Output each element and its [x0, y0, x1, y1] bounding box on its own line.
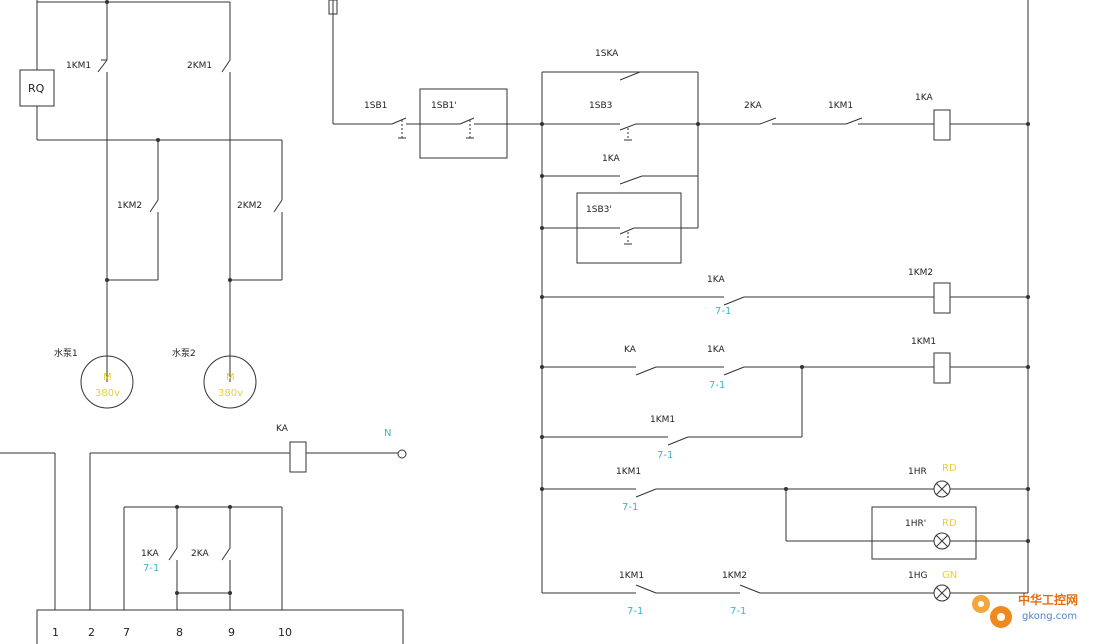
r3-ref: 7-1 [709, 380, 725, 391]
motor-1 [80, 355, 134, 409]
control-circuit [328, 0, 1030, 602]
n-terminal [397, 449, 407, 459]
terminal-block [36, 609, 404, 644]
sb1-label: 1SB1 [364, 101, 387, 111]
power-circuit [19, 0, 283, 409]
ka-hold-label: 1KA [602, 154, 620, 164]
hg-color: GN [942, 570, 957, 581]
hr-label: 1HR [908, 467, 927, 477]
motor-2 [203, 355, 257, 409]
pump1-label: 水泵1 [54, 347, 78, 359]
km1c-label: 1KM1 [828, 101, 853, 111]
motor2-letter: M [226, 372, 235, 383]
r6-ref2: 7-1 [730, 606, 746, 617]
km2a-label: 1KM2 [117, 201, 142, 211]
r4-km1-label: 1KM1 [650, 415, 675, 425]
r3-coil-label: 1KM1 [911, 337, 936, 347]
r2-ka-label: 1KA [707, 275, 725, 285]
1hrp-box [871, 506, 977, 560]
r6-km1-label: 1KM1 [619, 571, 644, 581]
terminal-7: 7 [123, 626, 130, 639]
pump2-label: 水泵2 [172, 347, 196, 359]
motor1-letter: M [103, 372, 112, 383]
hrp-label: 1HR' [905, 519, 926, 529]
rq-label: RQ [28, 82, 45, 95]
terminal-8: 8 [176, 626, 183, 639]
terminal-10: 10 [278, 626, 292, 639]
r5-km1-label: 1KM1 [616, 467, 641, 477]
hr-color: RD [942, 463, 957, 474]
relay-2ka-label: 2KA [191, 549, 209, 559]
motor1-rating: 380v [95, 388, 120, 399]
r3-ka-label: KA [624, 345, 637, 355]
km1b-label: 2KM1 [187, 61, 212, 71]
hg-label: 1HG [908, 571, 927, 581]
terminal-9: 9 [228, 626, 235, 639]
terminal-2: 2 [88, 626, 95, 639]
sb3p-label: 1SB3' [586, 205, 612, 215]
r6-ref1: 7-1 [627, 606, 643, 617]
hrp-color: RD [942, 518, 957, 529]
r2-coil-label: 1KM2 [908, 268, 933, 278]
sb1p-label: 1SB1' [431, 101, 457, 111]
r3-1ka-label: 1KA [707, 345, 725, 355]
relay-1ka-label: 1KA [141, 549, 159, 559]
terminal-1: 1 [52, 626, 59, 639]
watermark: 中华工控网 gkong.com [972, 592, 1078, 628]
watermark-url: gkong.com [1022, 611, 1077, 622]
n-label: N [384, 428, 391, 439]
ka-coil-right-label: 1KA [915, 93, 933, 103]
ka-coil-label: KA [276, 424, 289, 434]
ka2-label: 2KA [744, 101, 762, 111]
sb3-label: 1SB3 [589, 101, 612, 111]
km1a-label: 1KM1 [66, 61, 91, 71]
relay-circuit [0, 441, 407, 644]
ska-label: 1SKA [595, 49, 619, 59]
r6-km2-label: 1KM2 [722, 571, 747, 581]
watermark-cn: 中华工控网 [1018, 592, 1078, 607]
r2-ref: 7-1 [715, 306, 731, 317]
labels: RQ 1KM1 2KM1 1KM2 2KM2 水泵1 水泵2 M 380v M … [28, 49, 957, 639]
r4-ref: 7-1 [657, 450, 673, 461]
ka-relay-coil [289, 441, 307, 473]
motor2-rating: 380v [218, 388, 243, 399]
r5-ref: 7-1 [622, 502, 638, 513]
km2b-label: 2KM2 [237, 201, 262, 211]
relay-1ka-ref: 7-1 [143, 563, 159, 574]
